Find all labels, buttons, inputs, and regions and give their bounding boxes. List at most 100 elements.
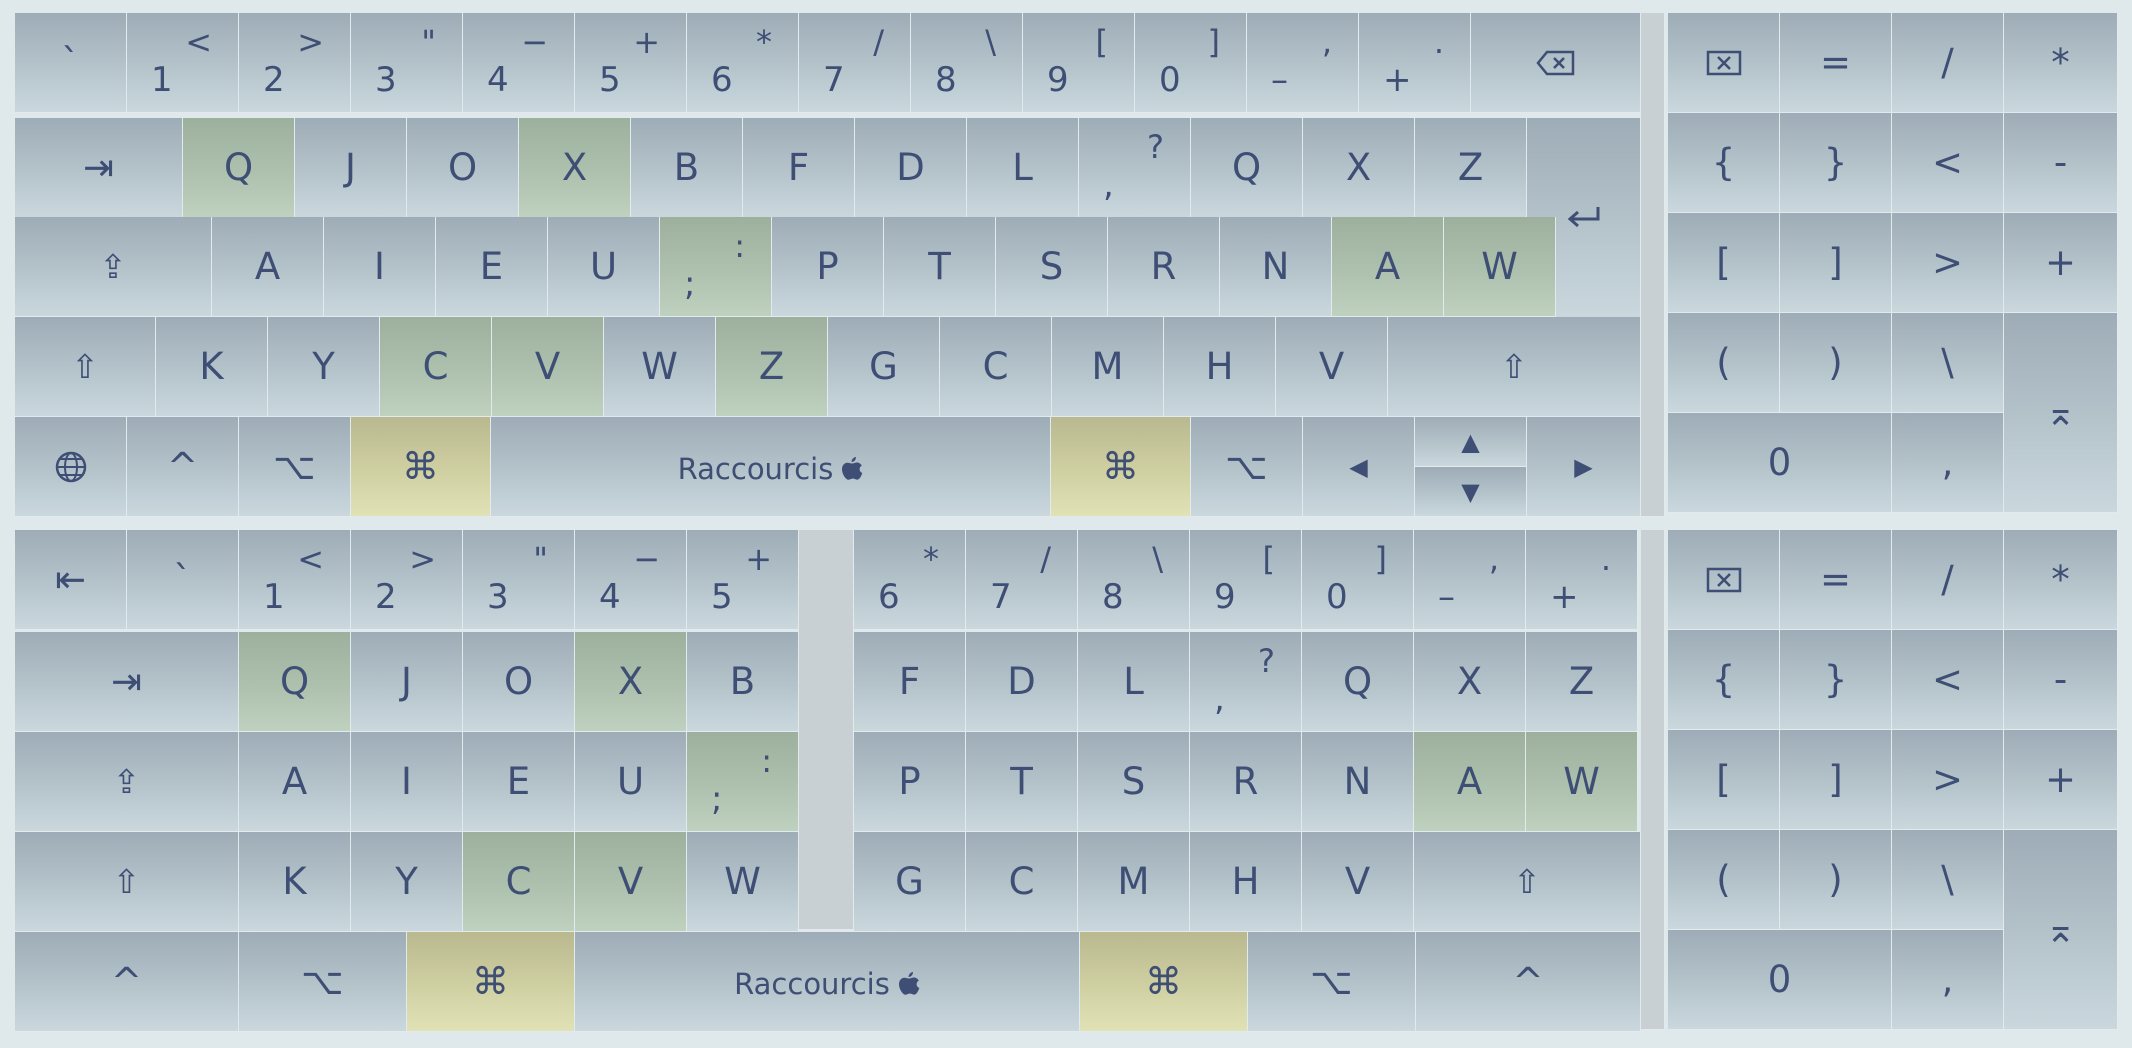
bottom-key-m-r4r-2[interactable]: M [1078, 832, 1190, 932]
bottom-key-u[interactable]: U [575, 732, 687, 832]
bottom-key-8[interactable]: 8\ [1078, 530, 1190, 630]
bottom-key-2[interactable]: 2> [351, 530, 463, 630]
top-key-q-0[interactable]: Q [183, 118, 295, 218]
top-numpad-clear-key[interactable] [1668, 13, 1780, 113]
bottom-key-c-r4r-1[interactable]: C [966, 832, 1078, 932]
top-arrow-right-key[interactable]: ▶ [1527, 417, 1641, 517]
top-numpad-r2-1[interactable]: } [1780, 113, 1892, 213]
top-key-u[interactable]: U [548, 217, 660, 317]
bottom-key-b-4[interactable]: B [687, 632, 799, 732]
bottom-key-v-r4-3[interactable]: V [575, 832, 687, 932]
bottom-numpad-r3-0[interactable]: [ [1668, 730, 1780, 830]
bottom-numpad-zero-key[interactable]: 0 [1668, 930, 1892, 1030]
top-numpad-r4-1[interactable]: ) [1780, 313, 1892, 413]
bottom-numpad-r2-1[interactable]: } [1780, 630, 1892, 730]
top-right-option-key[interactable]: ⌥ [1191, 417, 1303, 517]
top-numpad-key-3[interactable]: * [2004, 13, 2118, 113]
top-key-s-r3[interactable]: S [996, 217, 1108, 317]
bottom-key-backtick[interactable]: ` [127, 530, 239, 630]
top-tab-key[interactable]: ⇥ [15, 118, 183, 218]
bottom-right-control-key[interactable]: ^ [1416, 932, 1641, 1032]
bottom-left-option-key[interactable]: ⌥ [239, 932, 407, 1032]
top-numpad-key-1[interactable]: = [1780, 13, 1892, 113]
top-key-2[interactable]: 2> [239, 13, 351, 113]
bottom-key-l-r2[interactable]: L [1078, 632, 1190, 732]
bottom-key-9[interactable]: 9[ [1190, 530, 1302, 630]
bottom-numpad-enter-key[interactable]: ⌅ [2004, 830, 2118, 1030]
top-numpad-r2-2[interactable]: < [1892, 113, 2004, 213]
bottom-key-5[interactable]: 5+ [687, 530, 799, 630]
top-numpad-comma-key[interactable]: , [1892, 413, 2004, 513]
top-key-g-r4-6[interactable]: G [828, 317, 940, 417]
bottom-right-shift-key[interactable]: ⇧ [1414, 832, 1641, 932]
top-numpad-key-2[interactable]: / [1892, 13, 2004, 113]
bottom-numpad-r4-1[interactable]: ) [1780, 830, 1892, 930]
top-key-3[interactable]: 3" [351, 13, 463, 113]
bottom-key-semicolon[interactable]: ;: [687, 732, 799, 832]
top-key-0[interactable]: 0] [1135, 13, 1247, 113]
top-key-6[interactable]: 6* [687, 13, 799, 113]
bottom-key-k-r4-0[interactable]: K [239, 832, 351, 932]
top-control-key[interactable]: ^ [127, 417, 239, 517]
bottom-key-s-r3[interactable]: S [1078, 732, 1190, 832]
bottom-numpad-r4-0[interactable]: ( [1668, 830, 1780, 930]
bottom-left-control-key[interactable]: ^ [15, 932, 239, 1032]
bottom-key-w-r4-4[interactable]: W [687, 832, 799, 932]
top-key-k-r4-0[interactable]: K [156, 317, 268, 417]
top-key-d-6[interactable]: D [855, 118, 967, 218]
bottom-key-y-r4-1[interactable]: Y [351, 832, 463, 932]
top-key-z-r4-5[interactable]: Z [716, 317, 828, 417]
bottom-key-c-r4-2[interactable]: C [463, 832, 575, 932]
top-key-p-r3[interactable]: P [772, 217, 884, 317]
top-key-v-r4-3[interactable]: V [492, 317, 604, 417]
bottom-key-comma[interactable]: ,? [1190, 632, 1302, 732]
top-key-r-r3[interactable]: R [1108, 217, 1220, 317]
bottom-numpad-comma-key[interactable]: , [1892, 930, 2004, 1030]
bottom-key-a-r3[interactable]: A [1414, 732, 1526, 832]
bottom-key-plus[interactable]: +. [1526, 530, 1638, 630]
top-numpad-r3-1[interactable]: ] [1780, 213, 1892, 313]
bottom-key-t-r3[interactable]: T [966, 732, 1078, 832]
bottom-key-0[interactable]: 0] [1302, 530, 1414, 630]
bottom-backtab-key[interactable]: ⇤ [15, 530, 127, 630]
bottom-key-x-tail1[interactable]: X [1414, 632, 1526, 732]
bottom-key-i[interactable]: I [351, 732, 463, 832]
top-key-j-1[interactable]: J [295, 118, 407, 218]
bottom-key-7[interactable]: 7/ [966, 530, 1078, 630]
top-key-b-4[interactable]: B [631, 118, 743, 218]
bottom-key-d-r2[interactable]: D [966, 632, 1078, 732]
top-key-x-3[interactable]: X [519, 118, 631, 218]
top-key-t-r3[interactable]: T [884, 217, 996, 317]
top-numpad-r2-3[interactable]: - [2004, 113, 2118, 213]
bottom-key-3[interactable]: 3" [463, 530, 575, 630]
bottom-key-z-tail2[interactable]: Z [1526, 632, 1638, 732]
bottom-right-option-key[interactable]: ⌥ [1248, 932, 1416, 1032]
bottom-numpad-key-1[interactable]: = [1780, 530, 1892, 630]
bottom-key-1[interactable]: 1< [239, 530, 351, 630]
bottom-key-x-3[interactable]: X [575, 632, 687, 732]
bottom-left-shift-key[interactable]: ⇧ [15, 832, 239, 932]
top-key-plus[interactable]: +. [1359, 13, 1471, 113]
top-globe-key[interactable] [15, 417, 127, 517]
top-key-5[interactable]: 5+ [575, 13, 687, 113]
bottom-key-r-r3[interactable]: R [1190, 732, 1302, 832]
bottom-left-command-key[interactable]: ⌘ [407, 932, 575, 1032]
top-key-c-r4-7[interactable]: C [940, 317, 1052, 417]
top-key-x-tail1[interactable]: X [1303, 118, 1415, 218]
top-key-e[interactable]: E [436, 217, 548, 317]
bottom-numpad-r3-2[interactable]: > [1892, 730, 2004, 830]
bottom-key-v-r4r-4[interactable]: V [1302, 832, 1414, 932]
bottom-capslock-key[interactable]: ⇪ [15, 732, 239, 832]
bottom-key-q-0[interactable]: Q [239, 632, 351, 732]
top-key-semicolon[interactable]: ;: [660, 217, 772, 317]
top-key-comma[interactable]: ,? [1079, 118, 1191, 218]
top-key-9[interactable]: 9[ [1023, 13, 1135, 113]
top-arrow-up-key[interactable]: ▲ [1415, 417, 1527, 467]
top-right-command-key[interactable]: ⌘ [1051, 417, 1191, 517]
bottom-key-g-r4r-0[interactable]: G [854, 832, 966, 932]
top-key-minus[interactable]: –, [1247, 13, 1359, 113]
top-key-1[interactable]: 1< [127, 13, 239, 113]
top-key-m-r4-8[interactable]: M [1052, 317, 1164, 417]
bottom-key-4[interactable]: 4− [575, 530, 687, 630]
bottom-numpad-r2-2[interactable]: < [1892, 630, 2004, 730]
